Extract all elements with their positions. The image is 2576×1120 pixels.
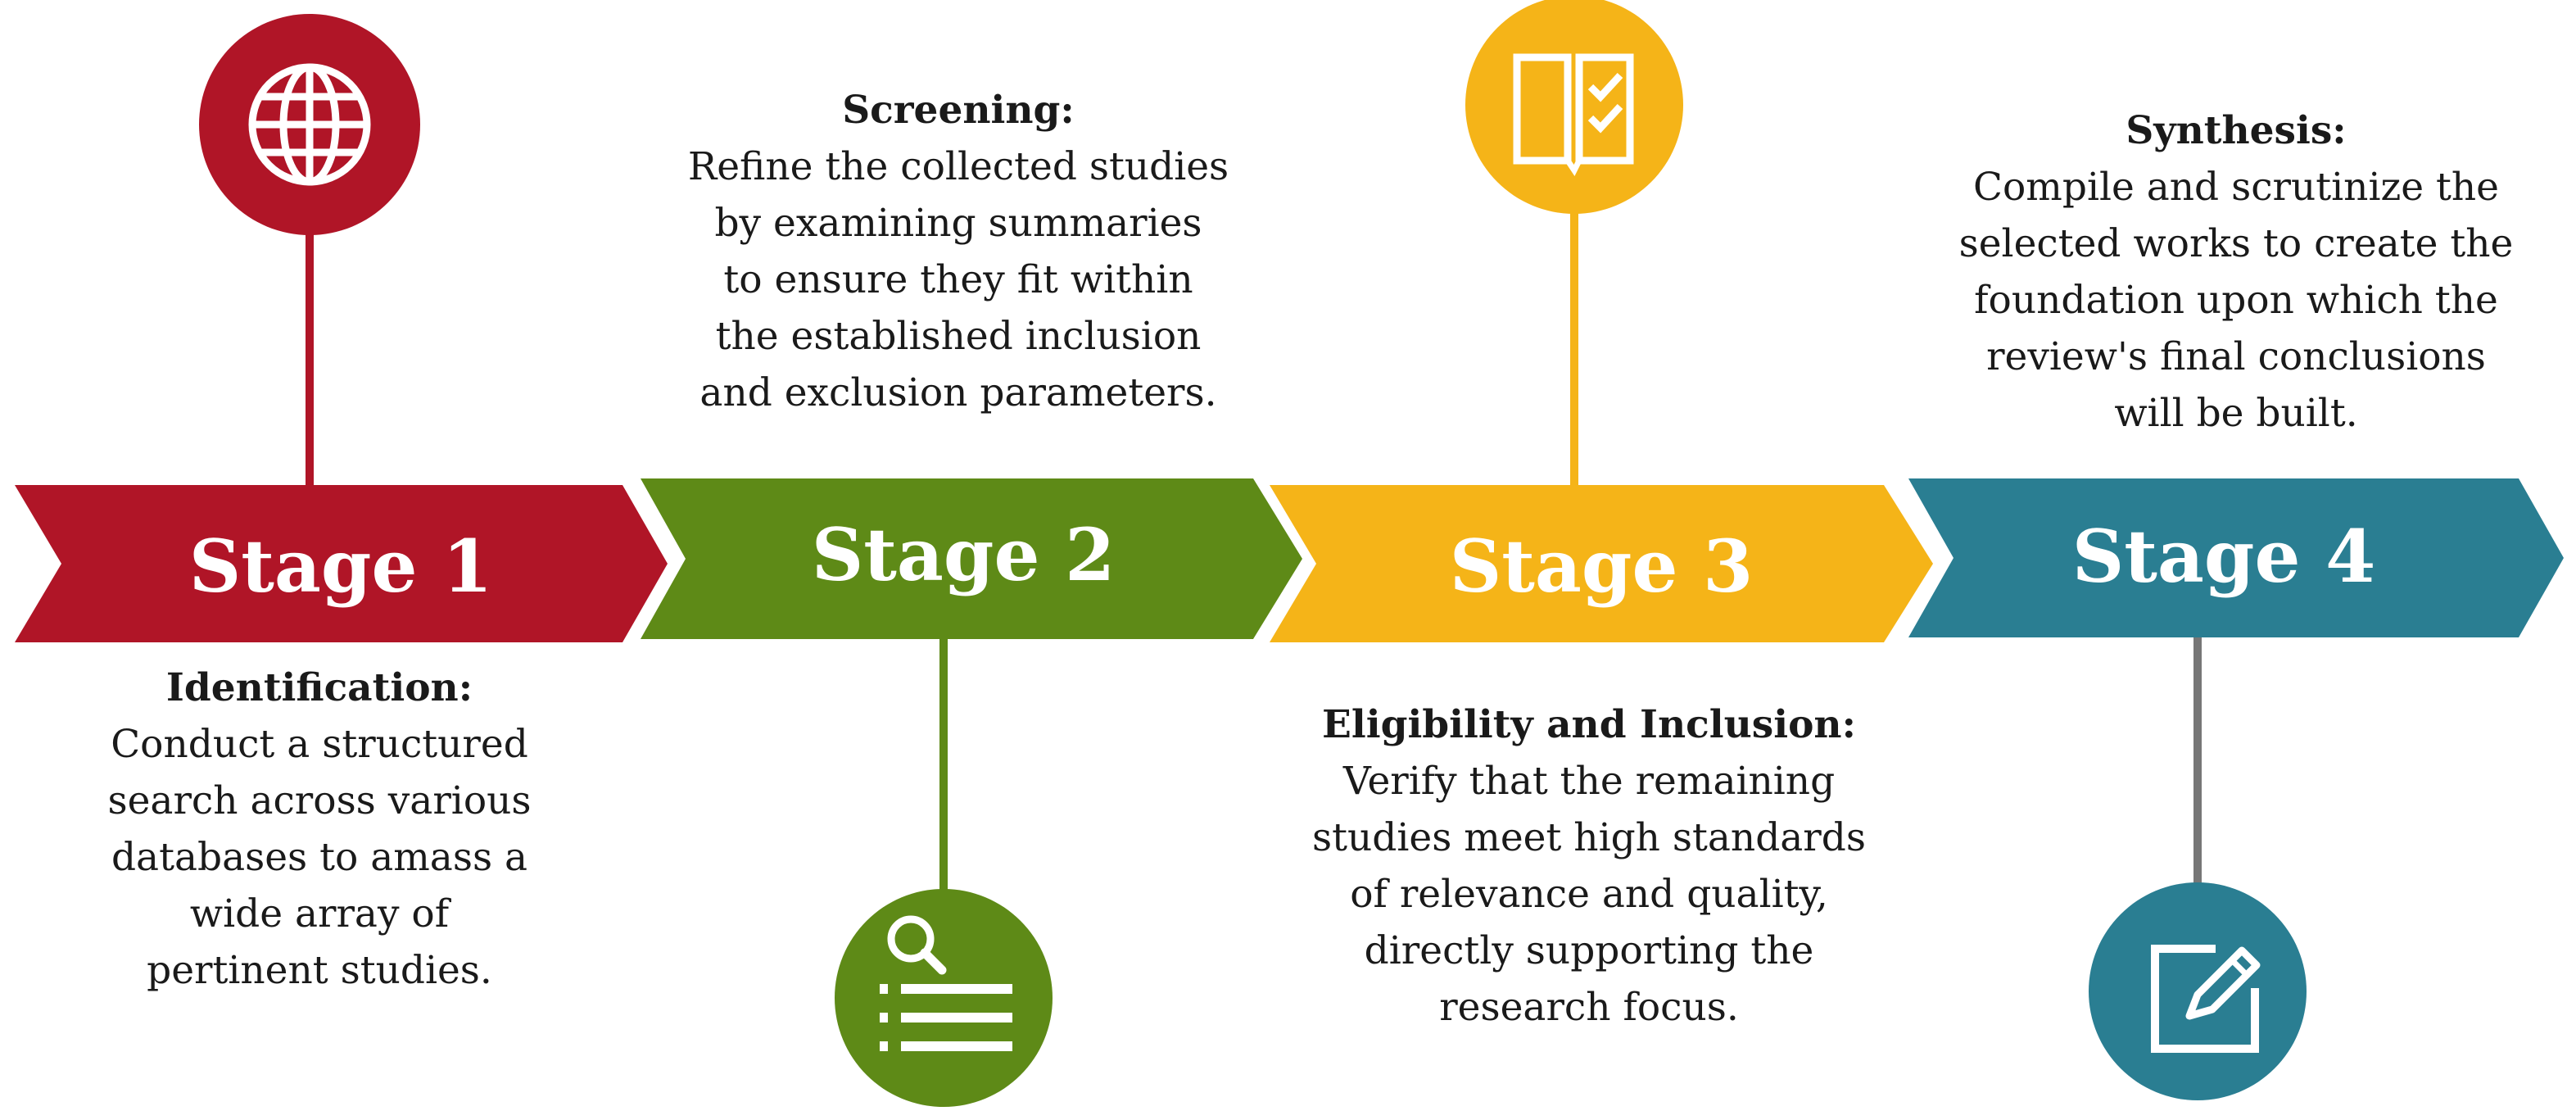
stage-3-label: Stage 3 bbox=[1450, 524, 1754, 609]
stage-2-label: Stage 2 bbox=[812, 512, 1116, 597]
stage-4-label: Stage 4 bbox=[2072, 514, 2376, 599]
stage-1-title: Identification: bbox=[165, 665, 473, 710]
stage-2-arrow bbox=[641, 478, 1302, 639]
stage-1-description: Identification: Conduct a structured sea… bbox=[33, 660, 606, 999]
stage-2-icon-circle bbox=[835, 889, 1053, 1107]
stage-1-label: Stage 1 bbox=[189, 524, 493, 609]
stage-4-body: Compile and scrutinize the selected work… bbox=[1958, 165, 2514, 436]
stage-1-arrow bbox=[15, 485, 668, 642]
stage-2-body: Refine the collected studies by examinin… bbox=[687, 144, 1229, 415]
stage-3-arrow bbox=[1270, 485, 1933, 642]
stage-4-title: Synthesis: bbox=[2126, 108, 2347, 153]
book-checklist-icon bbox=[1513, 53, 1634, 176]
search-list-icon bbox=[880, 915, 1012, 1051]
globe-icon bbox=[248, 63, 371, 186]
stage-2-title: Screening: bbox=[842, 88, 1075, 133]
edit-icon bbox=[2151, 945, 2261, 1053]
stage-4-description: Synthesis: Compile and scrutinize the se… bbox=[1908, 102, 2564, 442]
stage-4-arrow bbox=[1908, 478, 2564, 637]
stage-3-icon-circle bbox=[1465, 0, 1683, 214]
stage-2-description: Screening: Refine the collected studies … bbox=[672, 82, 1245, 421]
stage-3-body: Verify that the remaining studies meet h… bbox=[1312, 759, 1866, 1030]
stage-3-title: Eligibility and Inclusion: bbox=[1322, 702, 1856, 747]
stage-1-body: Conduct a structured search across vario… bbox=[107, 722, 532, 993]
stage-3-description: Eligibility and Inclusion: Verify that t… bbox=[1253, 696, 1925, 1036]
